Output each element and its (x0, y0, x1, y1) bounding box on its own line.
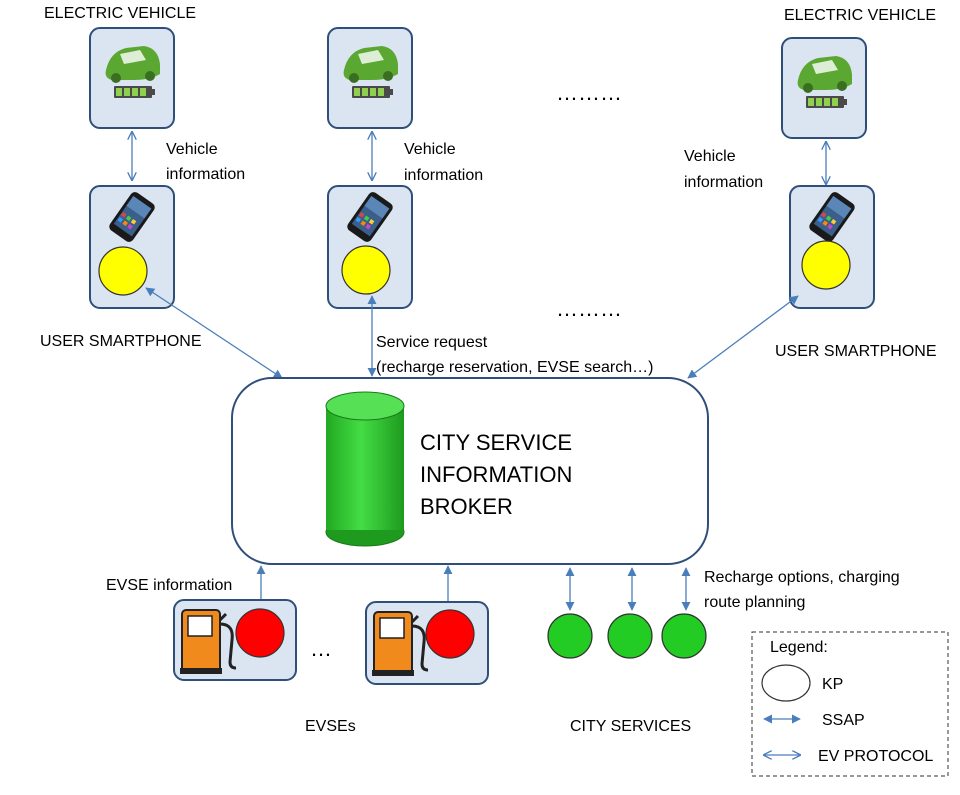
city-services-note: route planning (704, 594, 805, 611)
ev-label-left: ELECTRIC VEHICLE (44, 5, 196, 22)
broker-title-line2: INFORMATION (420, 462, 572, 487)
broker-title-line1: CITY SERVICE (420, 430, 572, 455)
ssap-arrow (145, 287, 283, 379)
evse-box-2[interactable] (365, 601, 489, 685)
database-cylinder-icon (325, 391, 405, 547)
evse-box-1[interactable] (173, 599, 297, 681)
evse-ellipsis: … (310, 636, 332, 661)
vehicle-info-label: information (684, 174, 763, 191)
electric-car-icon (338, 40, 402, 100)
legend-ssap-label: SSAP (822, 712, 865, 729)
city-services-note: Recharge options, charging (704, 569, 900, 586)
legend: Legend: KP SSAP EV PROTOCOL (751, 631, 949, 777)
legend-title: Legend: (770, 639, 828, 656)
legend-ev-protocol-label: EV PROTOCOL (818, 748, 933, 765)
ev-box-1[interactable] (89, 27, 175, 129)
kp-node-yellow (801, 240, 851, 290)
smartphone-box-1[interactable] (89, 185, 175, 309)
service-request-detail: (recharge reservation, EVSE search…) (376, 359, 653, 376)
vehicle-info-label: information (404, 167, 483, 184)
ev-box-2[interactable] (327, 27, 413, 129)
evses-group-label: EVSEs (305, 718, 356, 735)
user-smartphone-label-left: USER SMARTPHONE (40, 333, 202, 350)
ev-box-3[interactable] (781, 37, 867, 139)
smartphone-box-3[interactable] (789, 185, 875, 309)
kp-node-red (235, 608, 285, 658)
city-service-node[interactable] (607, 613, 653, 659)
vehicle-info-label: Vehicle (684, 148, 736, 165)
electric-car-icon (100, 40, 164, 100)
legend-kp-symbol (761, 664, 811, 702)
city-service-broker-box[interactable]: CITY SERVICE INFORMATION BROKER (231, 377, 709, 565)
city-service-node[interactable] (547, 613, 593, 659)
city-service-node[interactable] (661, 613, 707, 659)
ev-label-right: ELECTRIC VEHICLE (784, 7, 936, 24)
legend-kp-label: KP (822, 676, 843, 693)
vehicles-ellipsis: ……… (556, 80, 622, 105)
electric-car-icon (792, 50, 856, 110)
smartphones-ellipsis: ……… (556, 296, 622, 321)
service-request-label: Service request (376, 334, 488, 351)
kp-node-yellow (341, 245, 391, 295)
user-smartphone-label-right: USER SMARTPHONE (775, 343, 937, 360)
vehicle-info-label: information (166, 166, 245, 183)
evse-info-label: EVSE information (106, 577, 232, 594)
smartphone-box-2[interactable] (327, 185, 413, 309)
city-services-group-label: CITY SERVICES (570, 718, 691, 735)
ssap-arrow (687, 295, 799, 379)
broker-title-line3: BROKER (420, 494, 513, 519)
kp-node-red (425, 609, 475, 659)
vehicle-info-label: Vehicle (404, 141, 456, 158)
kp-node-yellow (98, 246, 148, 296)
vehicle-info-label: Vehicle (166, 141, 218, 158)
